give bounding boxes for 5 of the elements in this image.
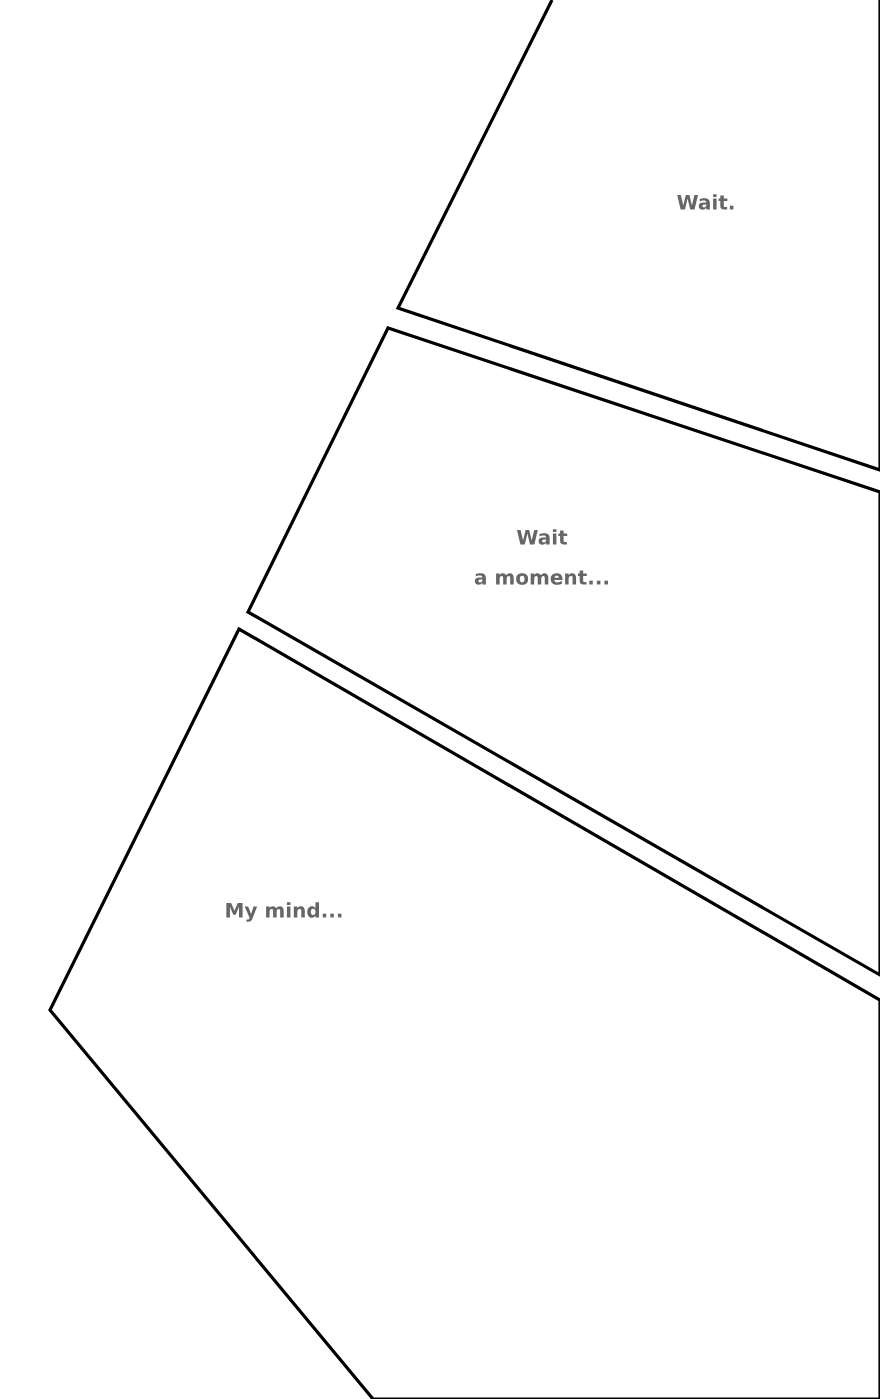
caption-text: Wait. bbox=[677, 194, 734, 210]
comic-panel bbox=[395, 0, 880, 473]
caption-text: a moment... bbox=[474, 570, 608, 585]
caption-text: My mind... bbox=[226, 902, 342, 922]
caption-text: Wait bbox=[516, 529, 568, 545]
